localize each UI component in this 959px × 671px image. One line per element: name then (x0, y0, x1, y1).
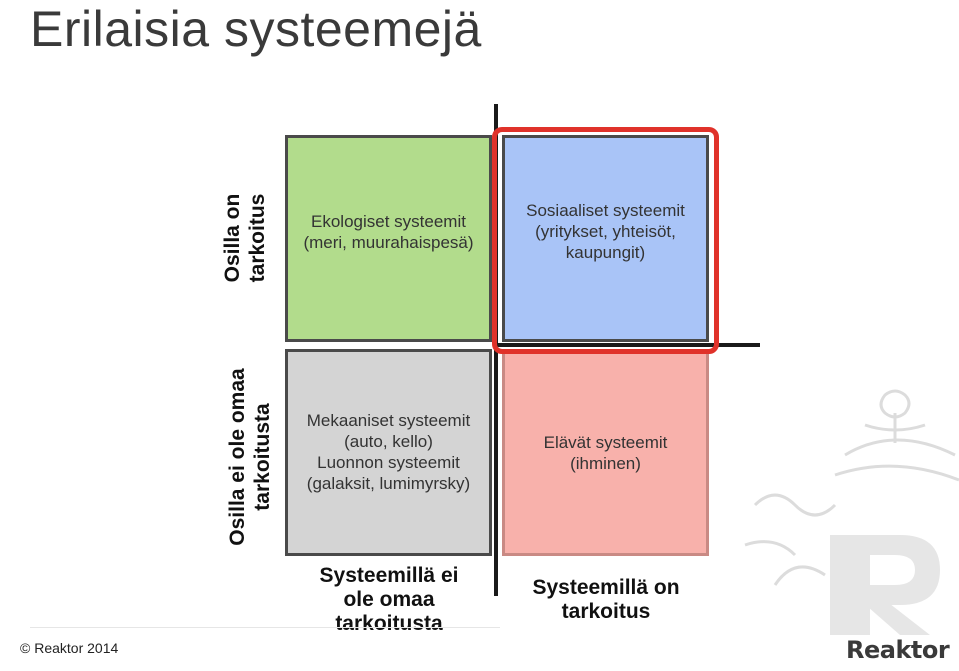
quadrant-living: Elävät systeemit (ihminen) (502, 349, 709, 556)
reaktor-crest-icon (744, 389, 959, 635)
quadrant-ecological-text: Ekologiset systeemit (meri, muurahaispes… (303, 212, 474, 252)
quadrant-mechanical-text: Mekaaniset systeemit (auto, kello) Luonn… (306, 411, 471, 493)
quadrant-social: Sosiaaliset systeemit (yritykset, yhteis… (502, 135, 709, 342)
column-label-no-purpose: Systeemillä ei ole omaa tarkoitusta (319, 564, 459, 635)
row-label-no-purpose: Osilla ei ole omaa tarkoitusta (226, 368, 274, 546)
copyright-text: © Reaktor 2014 (20, 640, 119, 656)
reaktor-logo: Reaktor (846, 636, 950, 664)
slide-title: Erilaisia systeemejä (30, 1, 482, 57)
quadrant-ecological: Ekologiset systeemit (meri, muurahaispes… (285, 135, 492, 342)
footer-divider (30, 627, 500, 628)
horizontal-axis (498, 343, 760, 347)
column-label-purpose: Systeemillä on tarkoitus (532, 576, 680, 623)
highlight-outline (492, 127, 719, 354)
quadrant-living-text: Elävät systeemit (ihminen) (543, 433, 668, 473)
quadrant-mechanical: Mekaaniset systeemit (auto, kello) Luonn… (285, 349, 492, 556)
quadrant-social-text: Sosiaaliset systeemit (yritykset, yhteis… (526, 201, 685, 262)
row-label-purpose: Osilla on tarkoitus (221, 193, 269, 283)
